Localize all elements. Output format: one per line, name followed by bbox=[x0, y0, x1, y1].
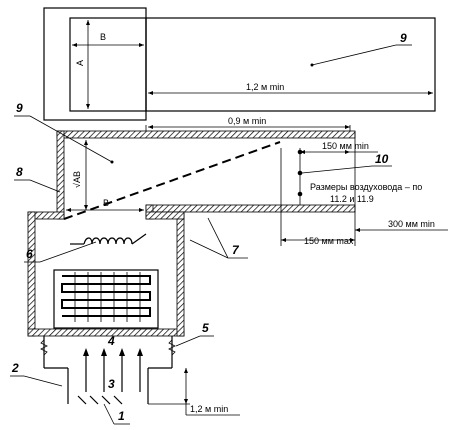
leader-9-mid bbox=[29, 115, 113, 163]
measure-point bbox=[297, 149, 303, 155]
dim-sqrtab-label: √AB bbox=[72, 171, 82, 188]
leader-2 bbox=[23, 375, 63, 387]
radiator-fins bbox=[61, 272, 151, 322]
arrow bbox=[86, 20, 90, 25]
radiator-frame bbox=[53, 269, 159, 329]
leader-5 bbox=[175, 335, 201, 347]
arrow bbox=[84, 140, 88, 145]
leader-dot bbox=[310, 63, 314, 67]
dim-150max-label: 150 мм max bbox=[304, 236, 354, 246]
section-view: 0,9 м min √AB B 150 мм min 10 Размеры во… bbox=[10, 101, 448, 425]
arrow bbox=[428, 91, 433, 95]
leader-1 bbox=[103, 403, 115, 425]
dim-b-mid-label: B bbox=[103, 198, 109, 208]
leader-7b bbox=[207, 217, 229, 259]
dim-b-top-label: B bbox=[100, 32, 106, 42]
top-plan-view: B A 1,2 м min 9 bbox=[43, 7, 436, 121]
label-2: 2 bbox=[11, 361, 19, 375]
arrow bbox=[184, 368, 188, 373]
dim-150min-label: 150 мм min bbox=[322, 141, 369, 151]
label-8: 8 bbox=[16, 165, 23, 179]
arrow bbox=[300, 150, 305, 154]
arrow bbox=[139, 208, 144, 212]
label-10: 10 bbox=[375, 152, 389, 166]
label-9-top: 9 bbox=[400, 31, 407, 45]
arrow bbox=[139, 43, 144, 47]
label-4: 4 bbox=[107, 334, 115, 348]
arrow bbox=[86, 104, 90, 109]
spring-left bbox=[40, 339, 48, 356]
label-7: 7 bbox=[232, 243, 240, 257]
airflow-arrows bbox=[83, 348, 143, 392]
label-9-mid: 9 bbox=[16, 101, 23, 115]
leader-9-top bbox=[311, 44, 397, 66]
duct-note-line2: 11.2 и 11.9 bbox=[330, 194, 374, 204]
measure-point bbox=[297, 170, 303, 176]
dim-09m-label: 0,9 м min bbox=[228, 116, 266, 126]
upper-duct-left-wall bbox=[56, 130, 65, 220]
housing-right-wall bbox=[176, 211, 185, 337]
dim-12m-vert-label: 1,2 м min bbox=[190, 404, 228, 414]
arrow bbox=[148, 91, 153, 95]
heater-coil bbox=[83, 237, 133, 245]
dim-12m-top-label: 1,2 м min bbox=[246, 82, 284, 92]
housing-left-wall bbox=[27, 211, 36, 337]
arrow bbox=[281, 238, 286, 242]
label-1: 1 bbox=[118, 409, 125, 423]
arrow bbox=[350, 238, 355, 242]
plan-outer-frame bbox=[43, 7, 147, 121]
arrow bbox=[184, 399, 188, 404]
housing-top-right-wall bbox=[145, 211, 185, 220]
label-3: 3 bbox=[108, 377, 115, 391]
arrow bbox=[72, 43, 77, 47]
dim-a-top-label: A bbox=[75, 60, 85, 66]
arrow bbox=[66, 208, 71, 212]
arrow bbox=[84, 205, 88, 210]
dim-300min-label: 300 мм min bbox=[388, 219, 435, 229]
leader-7a bbox=[189, 239, 229, 259]
plan-duct-rectangle bbox=[145, 17, 436, 112]
arrow bbox=[148, 125, 153, 129]
housing-bottom-wall bbox=[27, 328, 185, 337]
spring-right bbox=[168, 339, 176, 356]
arrow bbox=[355, 228, 360, 232]
floor-hatching bbox=[77, 395, 123, 405]
leader-8 bbox=[29, 179, 61, 193]
measure-point bbox=[297, 191, 303, 197]
label-6: 6 bbox=[26, 247, 33, 261]
upper-duct-top-wall bbox=[56, 130, 356, 139]
dashed-diagonal bbox=[63, 141, 281, 220]
arrow bbox=[345, 125, 350, 129]
heater-lead bbox=[131, 233, 147, 245]
leader-10 bbox=[301, 165, 373, 174]
label-5: 5 bbox=[202, 321, 209, 335]
leader-6 bbox=[39, 241, 97, 263]
leader-dot bbox=[110, 160, 114, 164]
duct-note-line1: Размеры воздуховода – по bbox=[310, 182, 422, 192]
arrow bbox=[345, 150, 350, 154]
duct-floor-wall bbox=[145, 204, 356, 213]
